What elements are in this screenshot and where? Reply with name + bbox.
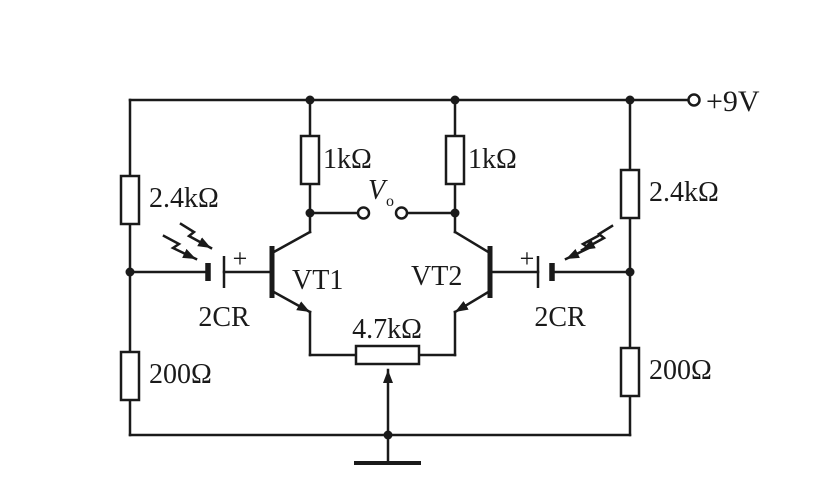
photocell-right: + 2CR — [520, 224, 614, 333]
resistor-label: 2.4kΩ — [649, 177, 719, 208]
transistor-collector-lead — [270, 230, 312, 255]
supply-terminal: +9V — [687, 85, 760, 118]
supply-terminal-icon — [687, 93, 701, 107]
transistor-vt2: VT2 — [411, 230, 493, 314]
photocell-left: + 2CR — [162, 222, 250, 333]
resistor-collector-right: 1kΩ — [444, 134, 517, 186]
resistor-body — [619, 168, 641, 220]
potentiometer-label: 4.7kΩ — [352, 314, 422, 345]
resistor-collector-left: 1kΩ — [299, 134, 372, 186]
junction-dot — [450, 95, 460, 105]
resistor-bias-right-bottom: 200Ω — [619, 346, 712, 398]
junction-dot — [625, 95, 635, 105]
resistor-bias-left-bottom: 200Ω — [119, 350, 212, 402]
transistor-collector-lead — [453, 230, 492, 255]
resistor-body — [119, 174, 141, 226]
transistor-vt1: VT1 — [269, 230, 343, 314]
junction-dot — [305, 208, 315, 218]
resistor-label: 1kΩ — [468, 144, 517, 175]
junction-dot — [305, 95, 315, 105]
resistor-label: 2.4kΩ — [149, 183, 219, 214]
transistor-label: VT1 — [292, 265, 343, 296]
transistor-label: VT2 — [411, 261, 462, 292]
output-terminal-left-icon — [356, 206, 371, 220]
output-terminal-right-icon — [394, 206, 409, 220]
transistor-emitter-arrow-icon — [453, 289, 492, 314]
resistor-body — [619, 346, 641, 398]
resistor-body — [299, 134, 321, 186]
output-voltage-subscript: o — [386, 193, 394, 210]
resistor-body — [119, 350, 141, 402]
resistor-label: 1kΩ — [323, 144, 372, 175]
photocell-label: 2CR — [198, 302, 250, 333]
light-ray-icon — [580, 224, 614, 252]
junction-dots — [125, 95, 635, 440]
junction-dot — [450, 208, 460, 218]
junction-dot — [625, 267, 635, 277]
output-voltage-label: V — [368, 175, 388, 206]
potentiometer-body — [354, 344, 421, 366]
resistor-bias-left-top: 2.4kΩ — [119, 174, 219, 226]
light-ray-icon — [179, 222, 213, 250]
transistor-emitter-arrow-icon — [270, 289, 312, 314]
power-rails — [128, 98, 690, 437]
cell-polarity-label: + — [520, 244, 535, 273]
resistor-emitter-pot: 4.7kΩ — [352, 314, 422, 435]
light-ray-icon — [564, 234, 600, 261]
resistor-body — [444, 134, 466, 186]
resistor-label: 200Ω — [649, 355, 712, 386]
supply-label: +9V — [706, 85, 760, 118]
photocell-label: 2CR — [534, 302, 586, 333]
output-terminals: V o — [356, 175, 409, 220]
light-ray-icon — [162, 234, 198, 261]
resistor-label: 200Ω — [149, 359, 212, 390]
junction-dot — [125, 267, 135, 277]
resistor-bias-right-top: 2.4kΩ — [619, 168, 719, 220]
junction-dot — [383, 430, 393, 440]
cell-polarity-label: + — [233, 244, 248, 273]
